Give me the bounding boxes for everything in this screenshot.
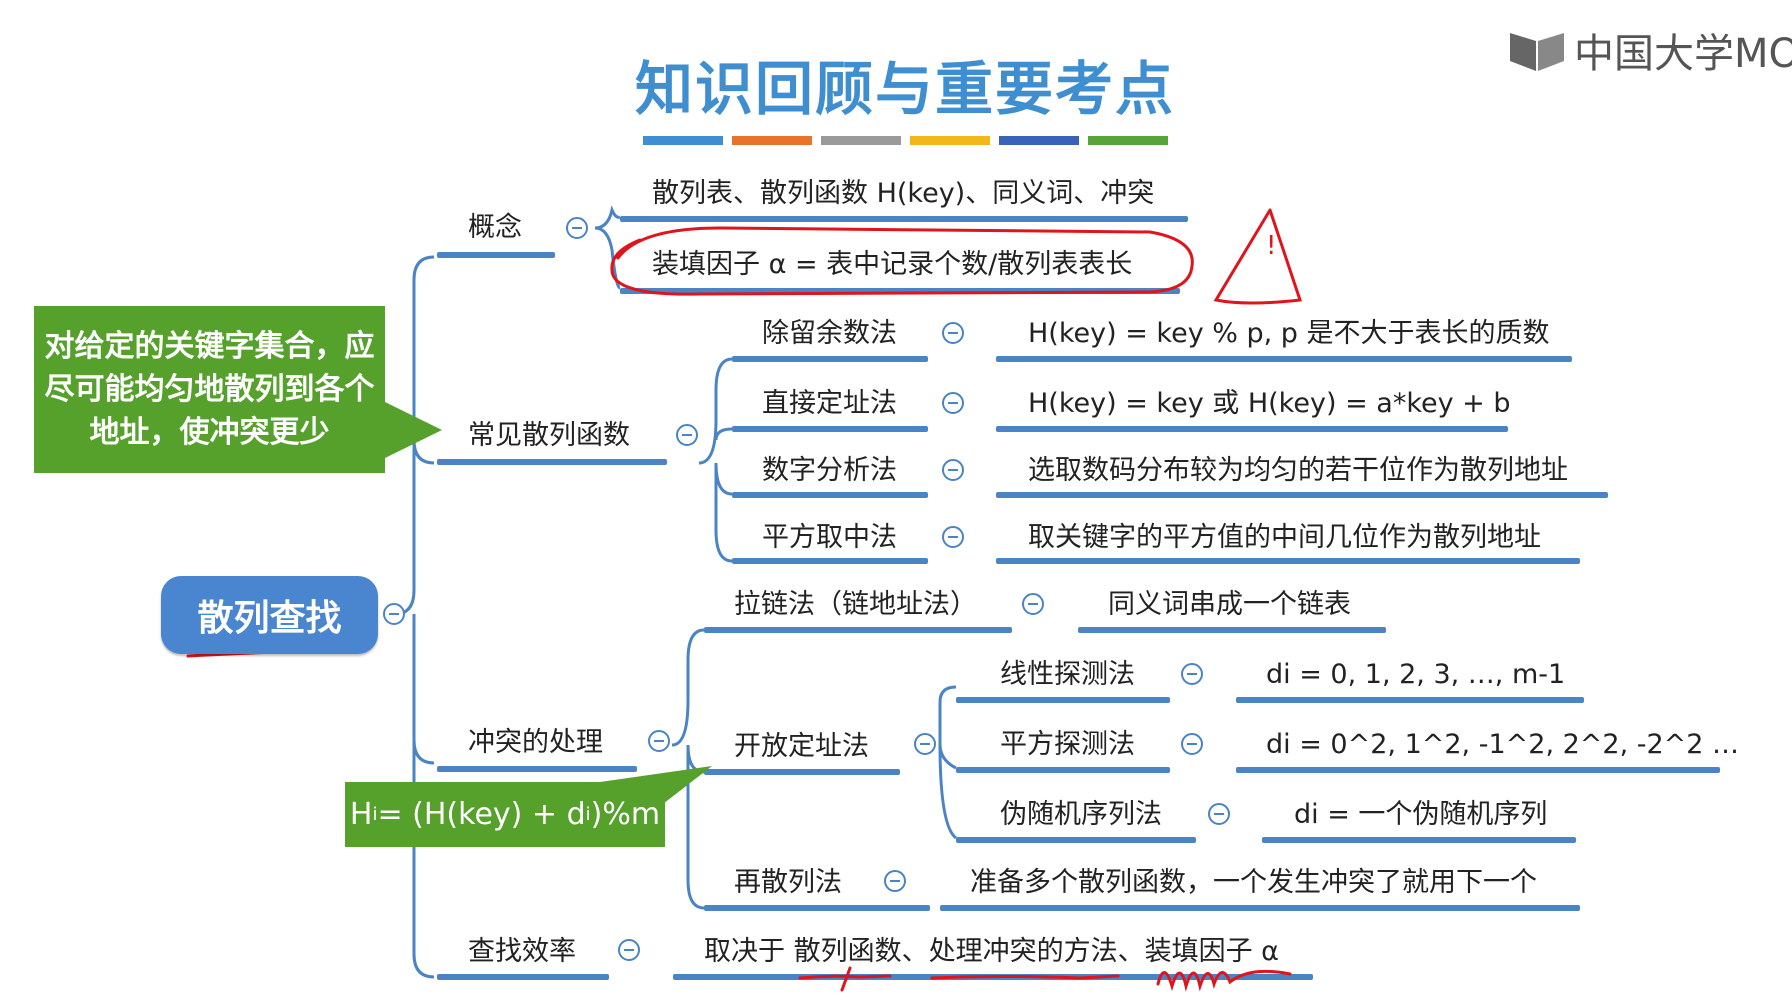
concept-item-load-factor: 装填因子 α = 表中记录个数/散列表表长 <box>652 249 1133 280</box>
branch-hash-functions-label: 常见散列函数 <box>468 420 630 451</box>
probe-name: 伪随机序列法 <box>1000 799 1162 830</box>
method-desc: H(key) = key % p, p 是不大于表长的质数 <box>1028 318 1550 349</box>
rehash-desc: 准备多个散列函数，一个发生冲突了就用下一个 <box>970 867 1537 898</box>
principle-callout: 对给定的关键字集合，应尽可能均匀地散列到各个地址，使冲突更少 <box>34 306 385 473</box>
method-collapse-icon[interactable] <box>942 459 964 481</box>
method-desc: 取关键字的平方值的中间几位作为散列地址 <box>1028 522 1541 553</box>
logo-text: 中国大学MOOC <box>1574 31 1792 77</box>
probe-name: 平方探测法 <box>1000 729 1135 760</box>
branch-collision-label: 冲突的处理 <box>468 727 603 758</box>
concept-item-terms: 散列表、散列函数 H(key)、同义词、冲突 <box>652 178 1155 209</box>
method-name: 直接定址法 <box>762 388 897 419</box>
root-node: 散列查找 <box>161 576 378 654</box>
color-bar-segment <box>999 136 1079 145</box>
method-collapse-icon[interactable] <box>942 322 964 344</box>
branch-concept-label: 概念 <box>468 212 522 243</box>
hash-functions-collapse-icon[interactable] <box>676 424 698 446</box>
method-collapse-icon[interactable] <box>942 392 964 414</box>
color-bar-segment <box>821 136 901 145</box>
method-name: 除留余数法 <box>762 318 897 349</box>
color-bar-segment <box>1088 136 1168 145</box>
method-collapse-icon[interactable] <box>942 526 964 548</box>
method-name: 平方取中法 <box>762 522 897 553</box>
efficiency-collapse-icon[interactable] <box>618 939 640 961</box>
open-addressing-collapse-icon[interactable] <box>914 733 936 755</box>
method-desc: H(key) = key 或 H(key) = a*key + b <box>1028 388 1511 419</box>
color-bar-segment <box>910 136 990 145</box>
mooc-logo-icon <box>1510 33 1564 71</box>
chaining-collapse-icon[interactable] <box>1022 593 1044 615</box>
root-collapse-icon[interactable] <box>383 603 405 625</box>
probe-collapse-icon[interactable] <box>1208 803 1230 825</box>
rehash-collapse-icon[interactable] <box>884 870 906 892</box>
probe-collapse-icon[interactable] <box>1181 663 1203 685</box>
chaining-desc: 同义词串成一个链表 <box>1108 589 1351 620</box>
branch-efficiency-label: 查找效率 <box>468 936 576 967</box>
probe-desc: di = 一个伪随机序列 <box>1294 799 1548 830</box>
method-desc: 选取数码分布较为均匀的若干位作为散列地址 <box>1028 455 1568 486</box>
concept-collapse-icon[interactable] <box>566 217 588 239</box>
chaining-name: 拉链法（链地址法） <box>734 589 977 620</box>
method-name: 数字分析法 <box>762 455 897 486</box>
mooc-logo: 中国大学MOOC <box>1508 24 1792 77</box>
warning-exclamation: ! <box>1266 231 1276 261</box>
collision-collapse-icon[interactable] <box>648 730 670 752</box>
rehash-name: 再散列法 <box>734 867 842 898</box>
probe-desc: di = 0^2, 1^2, -1^2, 2^2, -2^2 … <box>1266 729 1740 760</box>
page-title: 知识回顾与重要考点 <box>634 55 1175 123</box>
open-addressing-name: 开放定址法 <box>734 731 869 762</box>
color-bar-segment <box>732 136 812 145</box>
probe-desc: di = 0, 1, 2, 3, …, m-1 <box>1266 659 1566 690</box>
color-bar-segment <box>643 136 723 145</box>
probe-collapse-icon[interactable] <box>1181 733 1203 755</box>
efficiency-desc: 取决于 散列函数、处理冲突的方法、装填因子 α <box>704 936 1279 967</box>
probe-name: 线性探测法 <box>1000 659 1135 690</box>
